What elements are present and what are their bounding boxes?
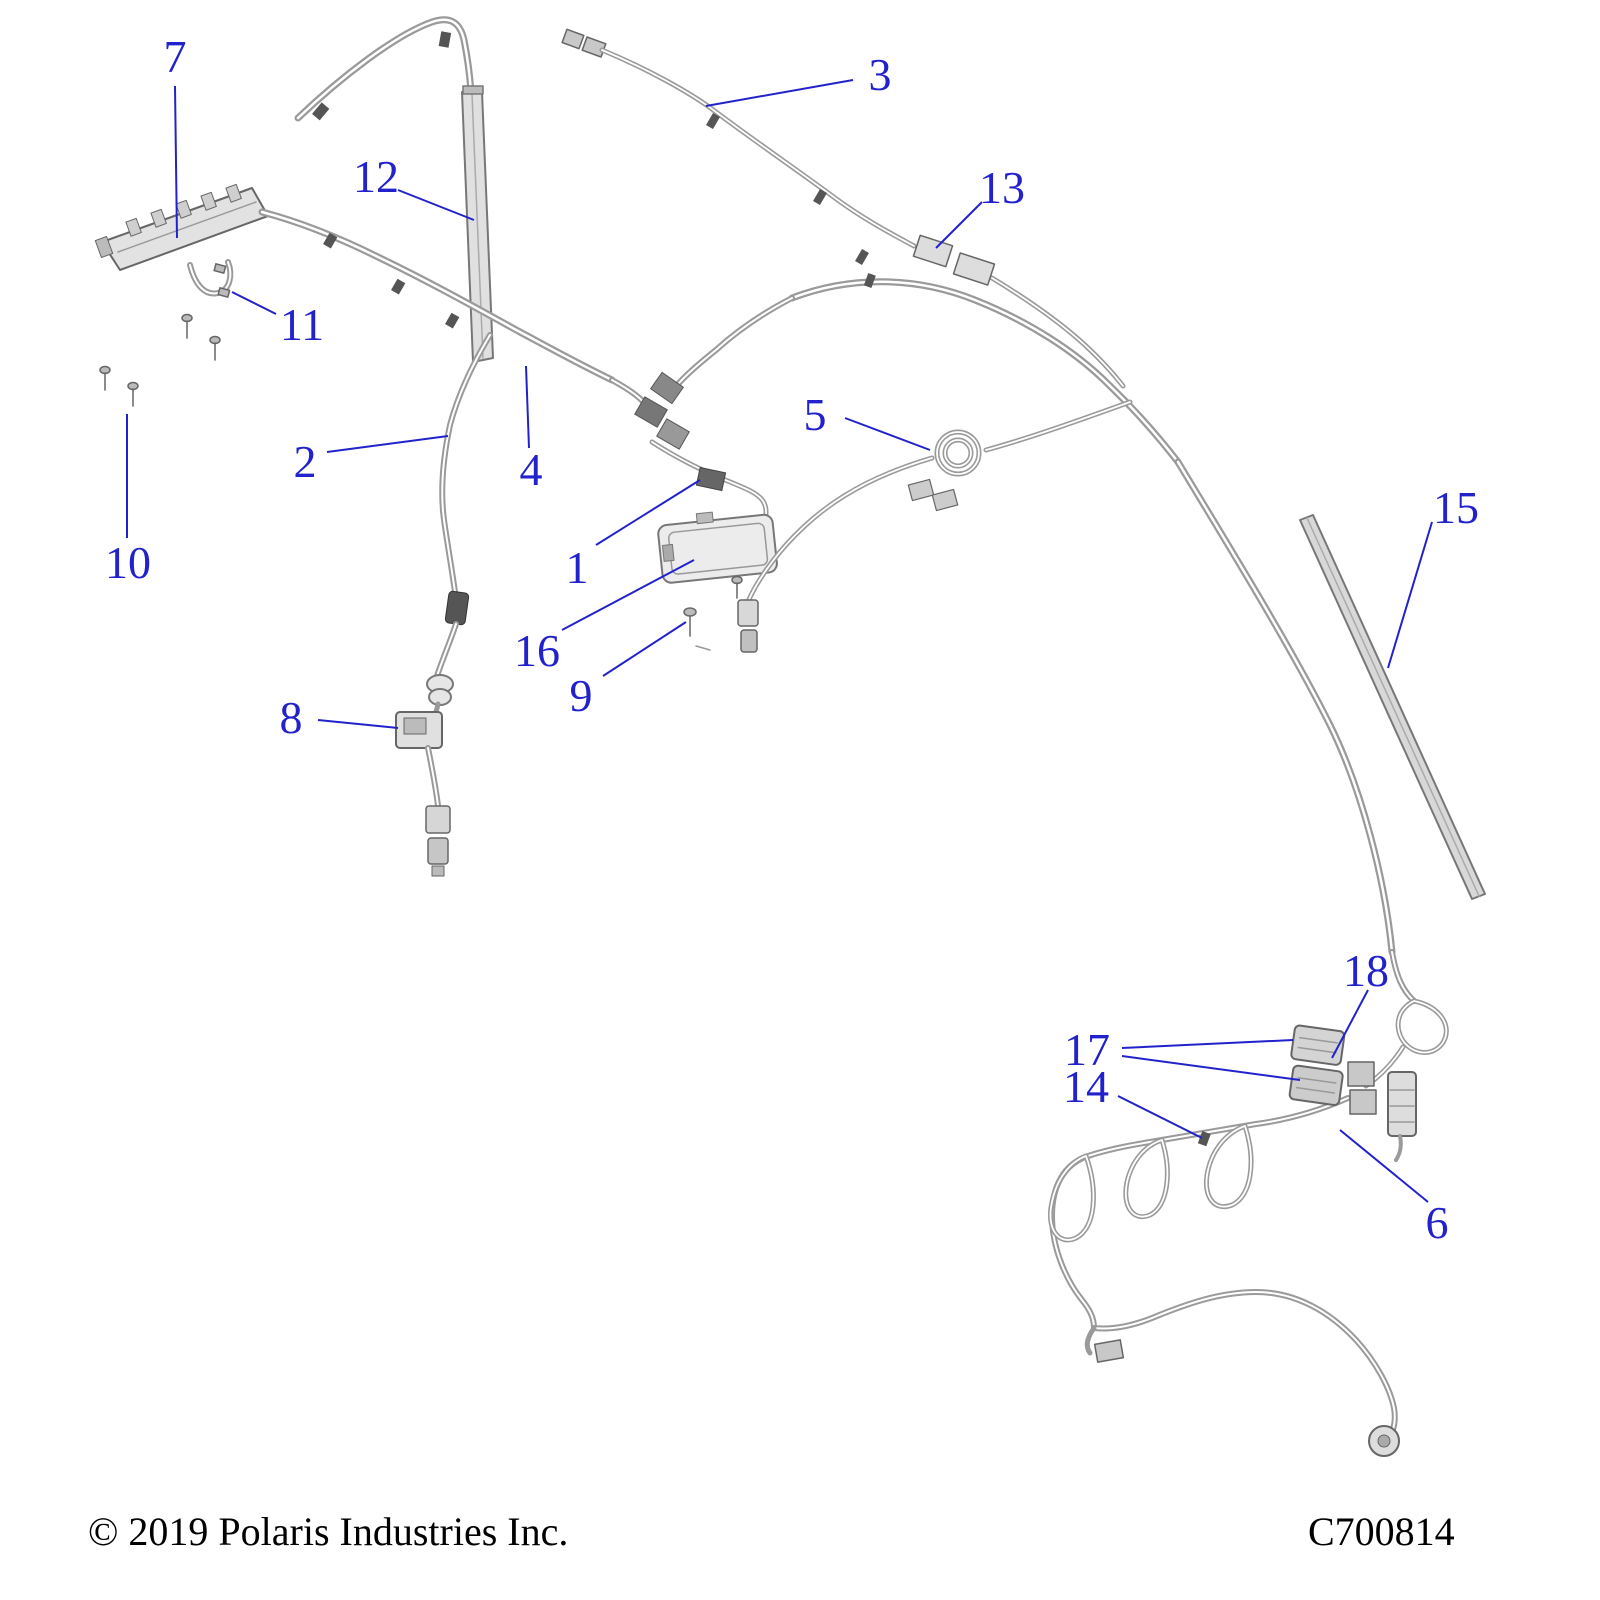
callout-7: 7 [163, 31, 187, 82]
leader-8 [317, 719, 399, 729]
roof-bow-harness [294, 16, 475, 122]
leader-15 [1387, 521, 1433, 669]
mid-roof-harness [650, 272, 1182, 466]
callout-5: 5 [803, 389, 827, 440]
leader-2 [326, 435, 449, 453]
callout-13: 13 [979, 162, 1025, 213]
leader-12 [397, 189, 475, 221]
callout-17: 17 [1064, 1024, 1110, 1075]
relay-modules-part17-18 [1288, 1024, 1346, 1107]
leader-14 [1117, 1095, 1203, 1139]
drop-harness-part2 [426, 332, 493, 736]
callout-1: 1 [565, 542, 589, 593]
diagram-part-code: C700814 [1308, 1509, 1455, 1554]
callout-18: 18 [1343, 945, 1389, 996]
leader-9 [602, 621, 687, 677]
coiled-wire-part5 [737, 399, 1133, 653]
connector-assembly-part8 [395, 711, 451, 877]
leader-17a [1121, 1039, 1294, 1049]
callout-10: 10 [105, 537, 151, 588]
control-module-part16 [657, 511, 778, 584]
callout-6: 6 [1425, 1197, 1449, 1248]
callout-12: 12 [353, 151, 399, 202]
leader-11 [231, 291, 277, 315]
jumper-wire-part1 [649, 439, 769, 530]
leader-1 [595, 479, 701, 546]
nut-part11-a [213, 263, 227, 274]
connector-stack-part6 [1347, 1061, 1417, 1162]
callout-14: 14 [1063, 1061, 1109, 1112]
leader-4 [525, 365, 530, 449]
callout-16: 16 [514, 625, 560, 676]
callout-2: 2 [293, 436, 317, 487]
leader-17b [1121, 1055, 1301, 1081]
screw-near-part16 [731, 575, 743, 599]
screw-part10-a [99, 365, 111, 391]
screw-part9 [683, 607, 697, 637]
callout-8: 8 [279, 692, 303, 743]
trim-strip-part15 [1299, 514, 1486, 900]
cable-part3 [561, 28, 1126, 389]
copyright-notice: © 2019 Polaris Industries Inc. [88, 1509, 569, 1554]
screw-b [209, 335, 221, 361]
callout-11: 11 [279, 299, 325, 350]
trim-strip-part12 [461, 85, 494, 363]
inline-connectors-part13 [912, 234, 996, 286]
leader-7 [174, 85, 178, 239]
callout-9: 9 [569, 670, 593, 721]
leader-3 [705, 79, 854, 107]
right-side-harness-run [1174, 458, 1396, 956]
screw-a [181, 313, 193, 339]
screw-part10-b [127, 381, 139, 407]
callout-3: 3 [868, 49, 892, 100]
leader-13 [935, 201, 983, 249]
rear-harness-part6 [1048, 949, 1449, 1457]
leader-16 [561, 559, 695, 631]
leader-5 [844, 417, 931, 451]
callout-leader-lines [126, 79, 1433, 1203]
main-roof-bundle [258, 208, 690, 450]
fasteners [99, 263, 743, 651]
callout-4: 4 [519, 444, 543, 495]
callout-15: 15 [1433, 482, 1479, 533]
junction-block-part7 [94, 183, 269, 297]
leader-6 [1339, 1129, 1429, 1203]
nut-part11-b [217, 287, 231, 298]
harness-artwork-group [94, 16, 1486, 1457]
leader-18 [1331, 989, 1369, 1059]
